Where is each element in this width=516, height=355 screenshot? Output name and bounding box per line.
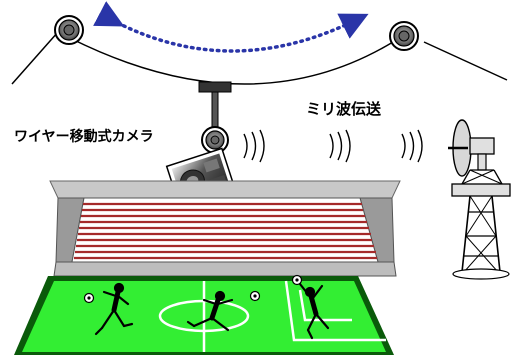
motion-arrow — [93, 1, 369, 53]
radio-wave-icon — [329, 129, 351, 163]
radio-wave-icon — [401, 129, 423, 163]
pulley-icon — [201, 126, 229, 154]
pulley-icon — [54, 15, 84, 45]
left-support-cable — [11, 31, 59, 85]
soccer-player-icon — [186, 290, 234, 332]
radio-wave-icon — [243, 129, 265, 163]
soccer-field — [14, 276, 394, 355]
stadium-roof — [49, 180, 401, 199]
soccer-player-icon — [94, 282, 134, 336]
parabolic-antenna-icon — [448, 119, 511, 280]
transmission-label: ミリ波伝送 — [306, 100, 382, 118]
camera-label: ワイヤー移動式カメラ — [14, 129, 154, 145]
soccer-ball-icon — [291, 274, 303, 286]
main-wire — [69, 37, 394, 85]
stadium-base — [53, 261, 397, 277]
soccer-ball-icon — [83, 292, 95, 304]
soccer-player-icon — [298, 282, 330, 340]
pulley-icon — [389, 21, 419, 51]
stadium-stands — [49, 180, 401, 277]
right-support-cable — [423, 41, 508, 81]
seat-rows — [74, 202, 377, 260]
wire-system — [11, 1, 508, 85]
soccer-ball-icon — [249, 290, 261, 302]
